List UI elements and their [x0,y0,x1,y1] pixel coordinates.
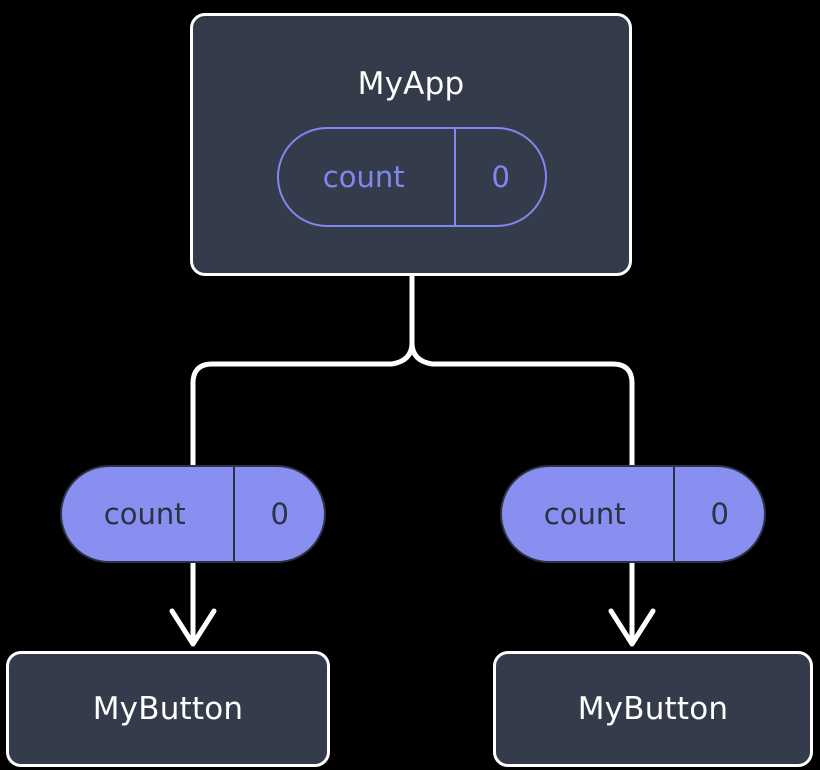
state-key-label: count [543,496,626,531]
component-label-mybutton-left: MyButton [92,690,244,727]
state-value-label: 0 [233,467,324,561]
state-key-label: count [322,159,405,194]
state-key-label: count [103,496,186,531]
component-node-mybutton-left[interactable]: MyButton [6,651,330,767]
state-value-label: 0 [673,467,764,561]
state-pill-branch-left[interactable]: count 0 [60,465,326,563]
component-label-myapp: MyApp [357,66,465,102]
component-label-mybutton-right: MyButton [577,690,729,727]
state-value-label: 0 [454,129,545,225]
state-pill-branch-right[interactable]: count 0 [500,465,766,563]
state-pill-root[interactable]: count 0 [277,127,547,227]
component-node-mybutton-right[interactable]: MyButton [493,651,813,767]
